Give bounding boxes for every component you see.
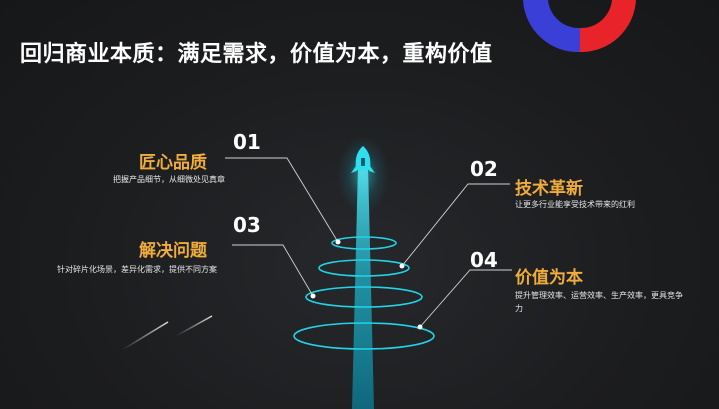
rocket-icon <box>351 146 375 173</box>
speed-streaks <box>121 315 213 351</box>
item-02-heading: 技术革新 <box>515 179 583 199</box>
ring-1 <box>331 236 397 250</box>
item-02-desc: 让更多行业能享受技术带来的红利 <box>515 200 635 209</box>
ring-4 <box>293 322 435 350</box>
item-02-number: 02 <box>470 157 498 181</box>
item-03-number: 03 <box>233 213 261 237</box>
connector-03 <box>232 244 314 297</box>
connector-02 <box>401 183 510 267</box>
item-04-heading: 价值为本 <box>515 268 583 288</box>
item-01-heading: 匠心品质 <box>139 153 207 173</box>
connector-04 <box>419 269 512 328</box>
ring-3 <box>305 286 423 308</box>
item-04-desc: 提升管理效率、运营效率、生产效率，更具竞争力 <box>515 291 683 313</box>
ring-2 <box>318 259 410 277</box>
page-title: 回归商业本质：满足需求，价值为本，重构价值 <box>20 42 493 67</box>
item-01-number: 01 <box>233 130 261 154</box>
item-03-heading: 解决问题 <box>139 241 207 261</box>
connector-01 <box>225 157 339 243</box>
item-04-number: 04 <box>470 248 498 272</box>
item-03-desc: 针对碎片化场景，差异化需求，提供不同方案 <box>57 265 217 274</box>
ring-decoration <box>523 0 636 53</box>
item-01-desc: 把握产品细节，从细微处见真章 <box>113 175 225 184</box>
